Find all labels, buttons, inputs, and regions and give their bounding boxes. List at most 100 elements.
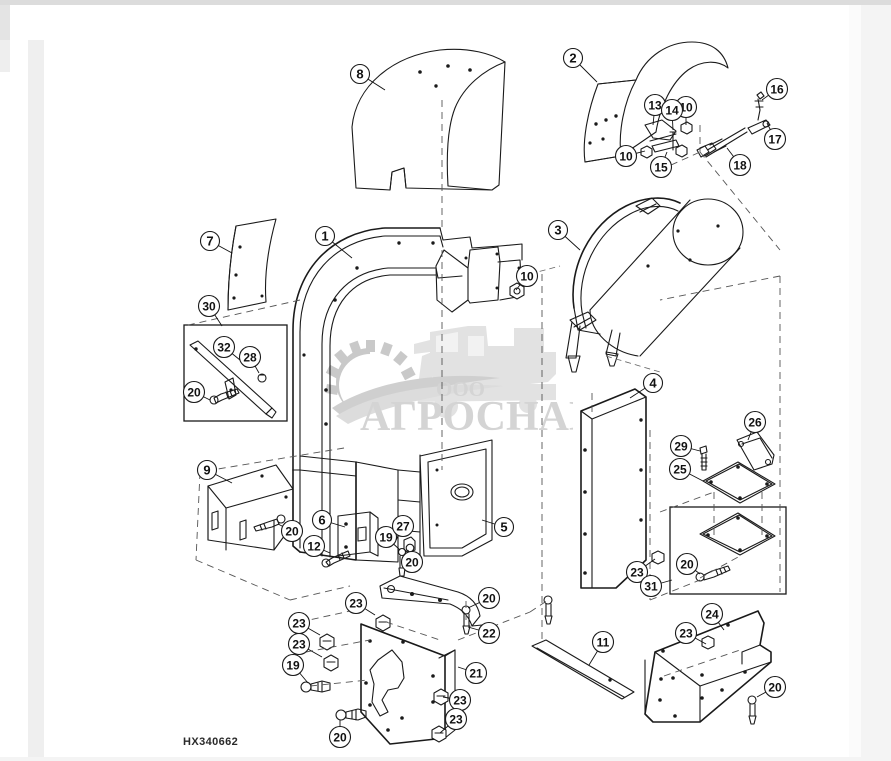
callout-label: 2 [569,51,576,66]
part-21-back-plate [360,623,456,745]
callout-26: 26 [743,410,767,441]
callout-bubble [562,47,584,69]
page-bottom-edge [0,757,891,761]
callout-bubble [675,552,699,576]
part-18-linkage-rod [696,127,748,158]
callout-label: 14 [665,104,679,118]
callout-20: 20 [756,675,787,699]
callout-label: 13 [648,99,662,113]
callout-label: 17 [768,133,782,147]
part-8-upper-curved-hood [351,48,506,191]
callout-bubble [238,345,262,369]
part-20-screw-g [747,695,757,725]
part-20-screw-a [253,514,286,532]
part-28-stud [257,373,267,383]
callout-label: 20 [285,525,299,539]
callout-label: 23 [679,627,693,641]
callout-20: 20 [277,519,304,543]
callout-23: 23 [674,621,707,645]
part-17-rod-end [747,119,771,135]
callout-20: 20 [400,549,424,574]
callout-label: 20 [333,731,347,745]
callout-label: 22 [482,627,496,641]
callout-20: 20 [675,552,701,576]
callout-1: 1 [314,225,353,259]
callout-23: 23 [287,611,321,636]
part-20-screw-inset-left [209,388,240,405]
callout-bubble [287,632,311,656]
part-10-nut-b [640,145,653,159]
callout-label: 7 [206,234,213,249]
part-20-screw-b [543,595,553,625]
callout-bubble [196,459,218,481]
callout-23: 23 [625,558,656,584]
callout-bubble [493,516,515,538]
part-29-bolt [699,445,708,471]
callout-bubble [344,591,368,615]
part-22-curved-arm-bracket [379,575,493,627]
callout-20: 20 [467,586,501,610]
callout-label: 24 [705,608,719,622]
callout-bubble [674,621,698,645]
callout-label: 12 [307,540,321,554]
callout-3: 3 [547,219,581,251]
callout-bubble [464,661,488,685]
callout-label: 20 [680,558,694,572]
inset-box-right [669,506,787,595]
callout-21: 21 [457,661,488,685]
callout-bubble [547,219,569,241]
callout-20: 20 [328,720,352,749]
callout-23: 23 [287,632,323,658]
part-9-channel-bracket [207,464,294,551]
callout-bubble [349,63,371,85]
callout-bubble [660,98,684,122]
callout-bubble [374,525,398,549]
callout-label: 30 [202,300,216,314]
callout-7: 7 [199,230,233,254]
callout-label: 15 [654,161,668,175]
callout-bubble [197,294,221,318]
callout-label: 10 [520,270,534,284]
callout-6: 6 [311,509,346,531]
part-23-washer-c [323,654,339,672]
callout-2: 2 [562,47,598,83]
page-right-margin [861,5,891,761]
callout-14: 14 [660,98,684,131]
callout-bubble [625,560,649,584]
callout-bubble [763,675,787,699]
part-4-side-panel-large [580,388,647,589]
callout-label: 20 [482,592,496,606]
callout-20: 20 [182,380,211,404]
part-26-rail-bar [736,431,775,471]
callout-12: 12 [302,534,331,558]
callout-24: 24 [700,602,725,631]
callout-label: 28 [243,351,257,365]
callout-18: 18 [726,147,752,177]
part-25-cover-plate [702,461,776,504]
callout-5: 5 [481,516,515,538]
page-right-margin-inner [849,5,861,761]
callout-bubble [280,519,304,543]
callout-bubble [182,380,206,404]
part-20-screw-inset-right [695,565,731,582]
callout-bubble [477,586,501,610]
callout-label: 23 [630,566,644,580]
callout-8: 8 [349,63,386,91]
callout-13: 13 [643,93,667,126]
callout-22: 22 [467,621,501,645]
callout-bubble [199,230,221,252]
callout-label: 21 [469,667,483,681]
callout-label: 5 [500,520,507,535]
part-23-washer-b [319,633,335,651]
part-5-side-liner-panel [419,439,493,557]
callout-bubble [743,410,767,434]
callout-label: 16 [770,83,784,97]
callout-bubble [639,574,663,598]
callout-bubble [728,153,752,177]
part-19-rivet-b [300,680,331,693]
part-23-washer-e [431,725,447,743]
part-16-spring-clip [754,91,765,121]
assembly-guide-lines [183,100,781,687]
callout-label: 23 [449,713,463,727]
